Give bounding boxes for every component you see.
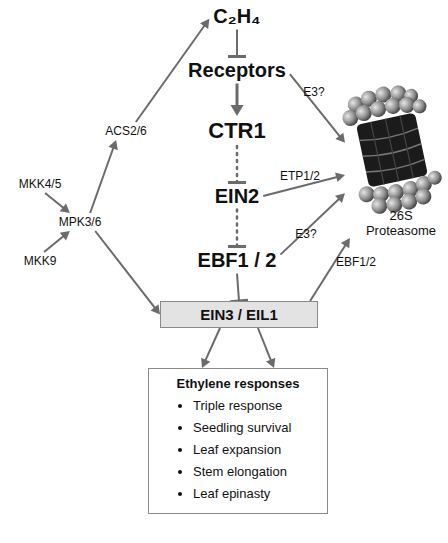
- connector-line: [90, 148, 113, 213]
- connector-line: [45, 193, 64, 208]
- proteasome-illustration: [338, 78, 447, 219]
- connector: [290, 74, 345, 143]
- arrow-head: [335, 193, 345, 203]
- node-text: EIN2: [215, 185, 259, 208]
- node-text: EBF1 / 2: [198, 249, 277, 272]
- arrow-head: [60, 231, 70, 241]
- node-text: 26S Proteasome: [361, 208, 441, 238]
- connector-line: [44, 236, 64, 252]
- response-item: Stem elongation: [193, 461, 319, 483]
- response-item: Triple response: [193, 395, 319, 417]
- responses-box: Ethylene responsesTriple responseSeedlin…: [148, 368, 328, 514]
- connector: [228, 30, 246, 57]
- node-text: MKK9: [24, 254, 57, 268]
- response-item: Seedling survival: [193, 417, 319, 439]
- cap-subunit: [354, 104, 373, 123]
- box-heading: Ethylene responses: [157, 376, 319, 391]
- connector: [228, 210, 246, 247]
- node-text: MKK4/5: [19, 177, 62, 191]
- inhibition-bar: [228, 55, 246, 58]
- connector-line: [310, 245, 346, 301]
- proteasome-node: 26S Proteasome: [345, 98, 443, 238]
- connector: [201, 328, 220, 368]
- connector: [44, 231, 70, 252]
- proteasome-core: [356, 112, 428, 187]
- connector-line: [236, 30, 238, 57]
- connector-line: [290, 74, 340, 137]
- enzyme-label: ACS2/6: [101, 122, 150, 140]
- node-text: ACS2/6: [105, 124, 146, 138]
- connector: [228, 146, 246, 183]
- kinase-label: MKK4/5: [15, 175, 66, 193]
- cap-subunit: [411, 98, 428, 115]
- pathway-component: EBF1 / 2: [194, 247, 281, 274]
- cap-subunit: [370, 196, 389, 215]
- connector: [230, 274, 248, 302]
- node-text: CTR1: [208, 118, 265, 144]
- connector: [258, 328, 275, 368]
- molecule-label: C₂H₄: [209, 3, 264, 30]
- dotted-link: [236, 146, 239, 183]
- cap-subunit: [369, 99, 388, 118]
- connector: [310, 238, 350, 301]
- arrow-head: [266, 358, 275, 368]
- arrow-head: [200, 19, 209, 29]
- cap-subunit: [426, 169, 443, 186]
- dotted-link: [236, 210, 239, 247]
- edge-label: EBF1/2: [336, 255, 376, 269]
- connector-line: [237, 274, 239, 302]
- kinase-label: MKK9: [20, 252, 61, 270]
- connector: [95, 231, 160, 315]
- arrow-head: [151, 304, 160, 314]
- edge-label: ETP1/2: [280, 169, 320, 183]
- inhibition-bar: [228, 245, 246, 248]
- arrow-head: [108, 140, 117, 150]
- node-text: EIN3 / EIL1: [200, 306, 278, 323]
- node-text: Receptors: [188, 59, 286, 82]
- arrow-head: [60, 203, 70, 213]
- node-text: C₂H₄: [213, 5, 260, 28]
- edge-label: E3?: [303, 85, 324, 99]
- cap-subunit: [414, 187, 433, 206]
- kinase-label: MPK3/6: [55, 213, 106, 231]
- connector-line: [258, 328, 271, 361]
- connector-line: [236, 84, 239, 109]
- transcription-factor-box: EIN3 / EIL1: [160, 301, 318, 328]
- arrow-head: [201, 358, 210, 368]
- connector: [45, 193, 70, 213]
- arrow-head: [335, 172, 345, 182]
- pathway-component: EIN2: [211, 183, 263, 210]
- connector: [90, 140, 118, 213]
- connector: [280, 193, 345, 254]
- connector: [231, 84, 244, 117]
- arrow-head: [341, 238, 350, 248]
- pathway-component: CTR1: [204, 116, 269, 146]
- response-item: Leaf epinasty: [193, 483, 319, 505]
- pathway-component: Receptors: [184, 57, 290, 84]
- arrow-head: [335, 133, 345, 143]
- response-item: Leaf expansion: [193, 439, 319, 461]
- core-ring: [371, 116, 414, 185]
- arrow-head: [231, 105, 244, 116]
- connector-line: [280, 199, 339, 255]
- response-list: Triple responseSeedling survivalLeaf exp…: [157, 395, 319, 505]
- connector-line: [95, 231, 155, 308]
- node-text: MPK3/6: [59, 215, 102, 229]
- connector-line: [205, 328, 220, 361]
- edge-label: E3?: [295, 227, 316, 241]
- inhibition-bar: [228, 181, 246, 184]
